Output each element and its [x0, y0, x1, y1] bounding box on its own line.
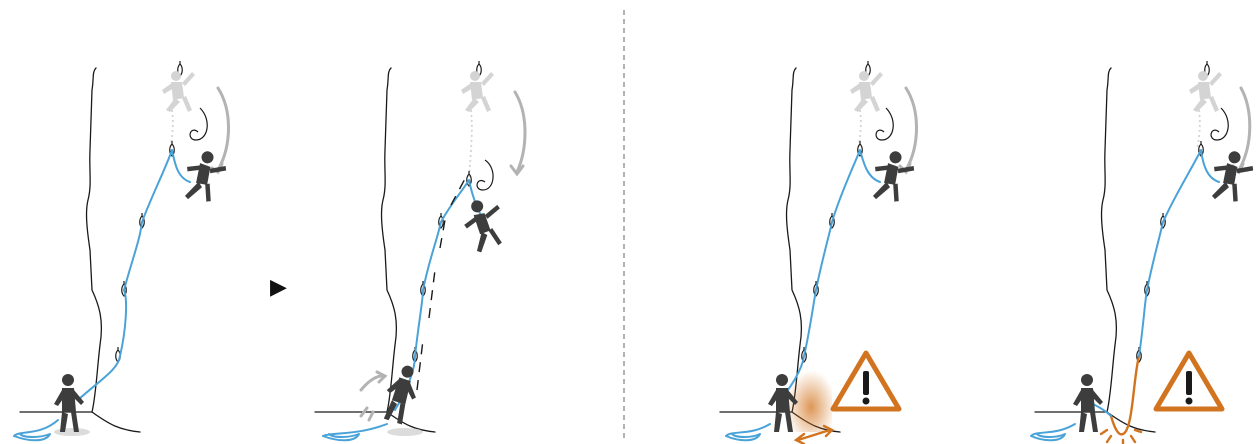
- panel-2: [315, 61, 525, 440]
- belayer: [1073, 374, 1103, 432]
- panel-4: [1031, 61, 1257, 444]
- belayer: [378, 362, 424, 426]
- warning-triangle-icon: [833, 353, 899, 409]
- panel-3: [720, 61, 918, 444]
- warning-triangle-icon: [1156, 353, 1222, 409]
- rock-wall: [1035, 68, 1116, 412]
- fall-arrow: [515, 92, 525, 172]
- ghost-rope: [469, 110, 472, 178]
- rope: [1139, 150, 1219, 356]
- ghost-rope: [1197, 110, 1200, 150]
- rope-loop: [876, 108, 893, 140]
- falling-climber: [460, 197, 506, 255]
- rope-coil: [1031, 424, 1075, 440]
- rope-on-edge: [1111, 356, 1139, 434]
- belayer-shadow: [387, 428, 423, 436]
- fall-arrow: [1239, 88, 1250, 170]
- falling-climber: [177, 146, 230, 208]
- rope-coil: [14, 420, 58, 440]
- rock-wall: [315, 68, 396, 412]
- ghost-climber: [850, 71, 883, 112]
- motion-marks: [361, 408, 373, 420]
- ghost-climber: [461, 71, 494, 112]
- ghost-climber: [1189, 71, 1222, 112]
- rope-loop: [190, 108, 207, 140]
- belayer-shadow: [54, 428, 90, 436]
- ghost-climber: [162, 71, 195, 112]
- fall-arrow: [906, 88, 917, 170]
- rope-loop: [1211, 108, 1228, 140]
- ground-line: [92, 412, 140, 432]
- rope-loop: [477, 160, 493, 190]
- belayer: [54, 374, 84, 432]
- rope-coil: [726, 424, 770, 440]
- panel-1: [14, 61, 230, 440]
- rock-wall: [720, 68, 801, 412]
- rock-wall: [20, 68, 101, 412]
- fall-arrow: [218, 88, 229, 170]
- friction-spark-marks: [1101, 430, 1141, 444]
- rope: [78, 150, 190, 400]
- sequence-arrow: ▶: [270, 274, 287, 299]
- rope-coil: [323, 424, 387, 440]
